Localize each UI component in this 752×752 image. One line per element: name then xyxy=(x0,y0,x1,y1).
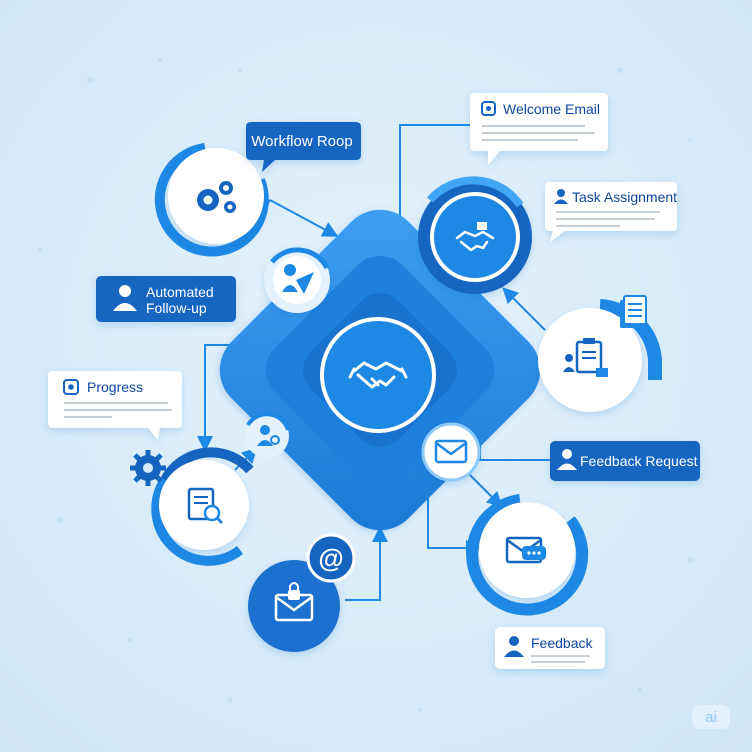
gears-icon xyxy=(197,181,236,213)
person-icon xyxy=(504,636,524,657)
connector-hub-feedback-mail xyxy=(427,490,482,556)
camera-icon xyxy=(68,384,74,390)
person-search-icon xyxy=(257,425,280,446)
task-label: Task Assignment xyxy=(572,189,677,205)
welcome-card: Welcome Email xyxy=(470,93,608,165)
background-decoration xyxy=(38,58,693,712)
envelope-node[interactable] xyxy=(421,422,481,482)
person-arrow-icon xyxy=(282,264,314,294)
feedback-request-label-box: Feedback Request xyxy=(550,441,700,481)
person-icon xyxy=(557,449,577,470)
envelope-lock-icon xyxy=(274,582,314,622)
ai-watermark: ai xyxy=(692,705,730,729)
welcome-label: Welcome Email xyxy=(503,101,600,117)
automated-label-line1: Automated xyxy=(146,284,214,300)
feedback-mail-node[interactable] xyxy=(466,494,589,616)
connector-mail-feedback xyxy=(464,469,503,508)
task-placeholder-lines xyxy=(556,211,660,227)
handshake-icon xyxy=(348,361,408,389)
person-icon xyxy=(113,285,137,311)
person-icon xyxy=(554,189,568,204)
connector-hub-progress xyxy=(197,344,240,452)
document-icon xyxy=(620,295,647,328)
person-arrow-node[interactable] xyxy=(264,247,330,313)
handshake-icon xyxy=(455,222,495,252)
watermark-text: ai xyxy=(705,709,717,726)
clipboard-team-icon xyxy=(563,338,608,377)
progress-label: Progress xyxy=(87,379,143,395)
connector-hub-feedback-request xyxy=(479,440,550,461)
connector-hub-welcome xyxy=(399,124,470,225)
connector-gears-hub xyxy=(269,199,339,237)
camera-icon xyxy=(486,106,491,111)
document-search-icon xyxy=(187,487,224,525)
workflow-label-box: Workflow Roop xyxy=(246,122,361,172)
progress-card: Progress xyxy=(48,371,182,440)
automated-label-line2: Follow-up xyxy=(146,300,207,316)
connector-clipboard-task xyxy=(502,287,546,331)
task-handshake-node[interactable] xyxy=(418,176,532,294)
progress-placeholder-lines xyxy=(64,402,172,418)
automated-label-box: Automated Follow-up xyxy=(96,276,236,322)
clipboard-node[interactable] xyxy=(538,295,662,412)
envelope-icon xyxy=(434,439,468,464)
envelope-chat-icon xyxy=(505,536,546,564)
gears-node[interactable] xyxy=(154,143,269,257)
feedback-placeholder-lines xyxy=(531,655,590,663)
person-search-node[interactable] xyxy=(245,412,290,458)
at-sign-icon: @ xyxy=(318,543,343,573)
feedback-request-label: Feedback Request xyxy=(580,453,698,469)
gear-icon xyxy=(130,450,166,486)
feedback-card: Feedback xyxy=(495,627,605,669)
feedback-label: Feedback xyxy=(531,635,593,651)
task-card: Task Assignment xyxy=(545,182,677,242)
progress-doc-node[interactable] xyxy=(151,447,254,566)
workflow-label: Workflow Roop xyxy=(251,133,352,150)
email-lock-node[interactable]: @ xyxy=(248,533,356,652)
welcome-placeholder-lines xyxy=(482,125,595,141)
